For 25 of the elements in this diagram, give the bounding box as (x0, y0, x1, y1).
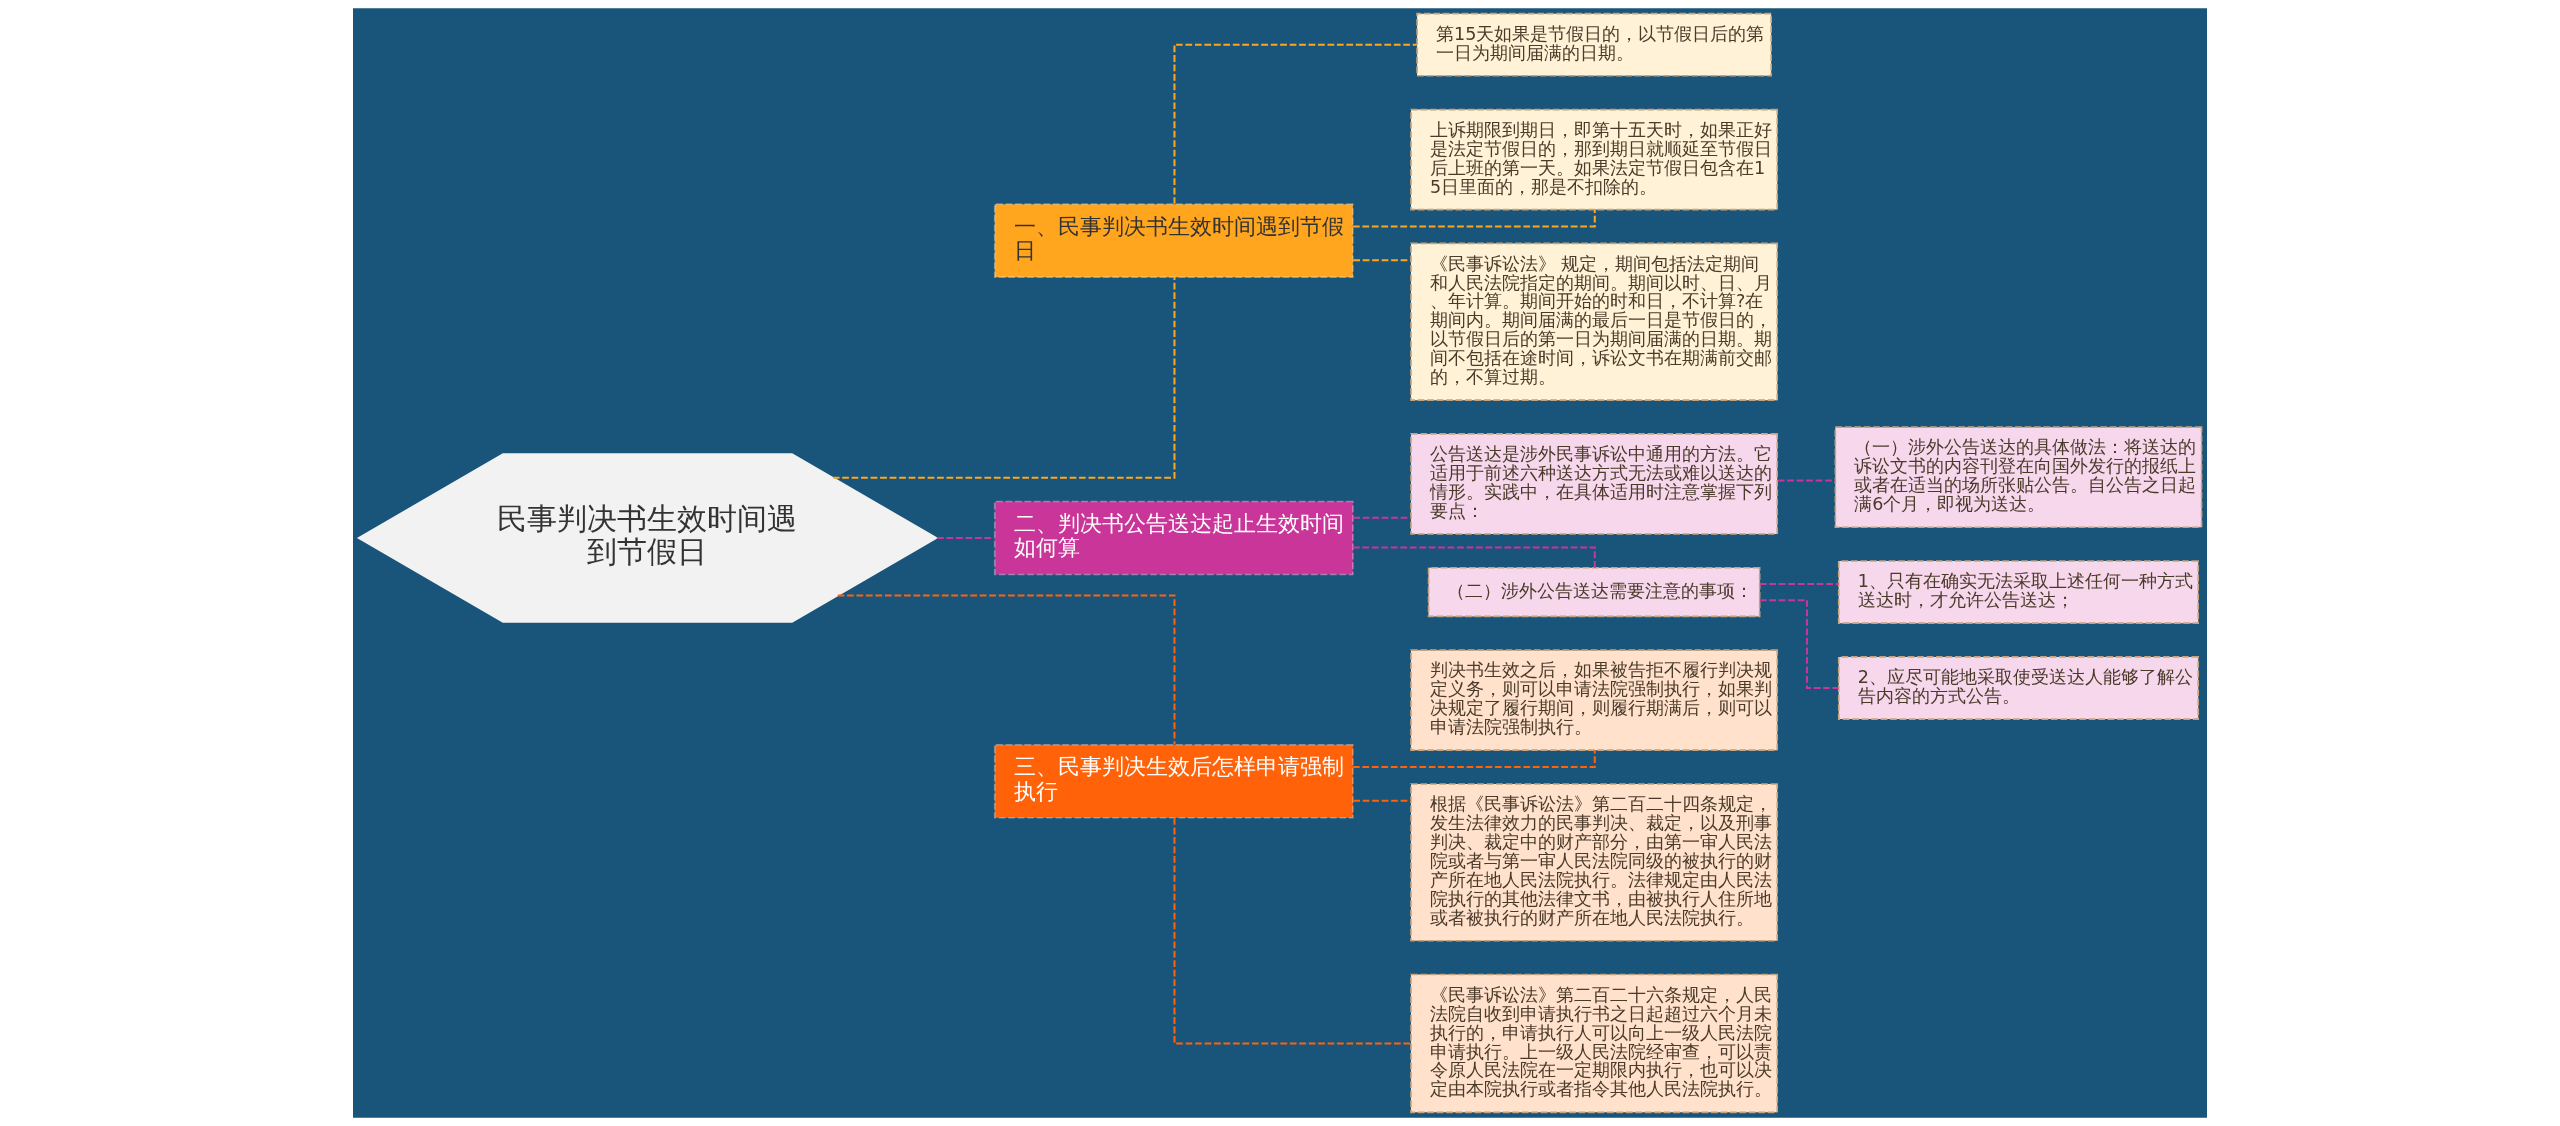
connector (837, 594, 1176, 745)
node-box: 公告送达是涉外民事诉讼中通用的方法。它适用于前述六种送达方式无法或难以送达的情形。实践中，在具体适用时注意掌握下列要点： (1410, 433, 1779, 535)
node-box: 判决书生效之后，如果被告拒不履行判决规定义务，则可以申请法院强制执行，如果判决规定了履行期间，则履行期满后，则可以申请法院强制执行。 (1410, 649, 1779, 751)
connector (1173, 43, 1417, 204)
connector (1352, 750, 1596, 769)
node-box: 二、判决书公告送达起止生效时间如何算 (993, 500, 1354, 576)
connector (936, 537, 995, 539)
node-box: 根据《民事诉讼法》第二百二十四条规定，发生法律效力的民事判决、裁定，以及刑事判决、裁定中的财产部分，由第一审人民法院或者与第一审人民法院同级的被执行的财产所在地人民法院执行。法律规定由人民法院执行的其他法律文书，由被执行人住所地或者被执行的财产所在地人民法院执行。 (1410, 783, 1779, 942)
connector (832, 277, 1176, 479)
node-box: （一）涉外公告送达的具体做法：将送达的诉讼文书的内容刊登在向国外发行的报纸上或者在适当的场所张贴公告。自公告之日起满6个月，即视为送达。 (1834, 426, 2203, 528)
node-box: 1、只有在确实无法采取上述任何一种方式送达时，才允许公告送达； (1837, 560, 2200, 624)
connector (1173, 818, 1411, 1045)
connector (1760, 582, 1839, 585)
node-box: 《民事诉讼法》 规定，期间包括法定期间和人民法院指定的期间。期间以时、日、月、年计算。期间开始的时和日，不计算?在期间内。期间届满的最后一日是节假日的，以节假日后的第一日为期间届满的日期。期间不包括在途时间，诉讼文书在期满前交邮的，不算过期。 (1410, 242, 1779, 401)
connector (1352, 209, 1596, 228)
connector (1353, 259, 1411, 262)
connector (1353, 516, 1411, 519)
node-box: 上诉期限到期日，即第十五天时，如果正好是法定节假日的，那到期日就顺延至节假日后上班的第一天。如果法定节假日包含在15日里面的，那是不扣除的。 (1410, 108, 1779, 211)
node-box: 2、应尽可能地采取使受送达人能够了解公告内容的方式公告。 (1837, 656, 2200, 720)
node-box: 一、民事判决书生效时间遇到节假日 (993, 203, 1354, 278)
node-box: （二）涉外公告送达需要注意的事项： (1427, 566, 1761, 618)
connector (1353, 799, 1411, 802)
node-box: 《民事诉讼法》第二百二十六条规定，人民法院自收到申请执行书之日起超过六个月未执行的，申请执行人可以向上一级人民法院申请执行。上一级人民法院经审查，可以责令原人民法院在一定期限内执行，也可以决定由本院执行或者指令其他人民法院执行。 (1410, 973, 1779, 1114)
node-box: 三、民事判决生效后怎样申请强制执行 (993, 743, 1354, 819)
node-box: 第15天如果是节假日的，以节假日后的第一日为期间届满的日期。 (1416, 12, 1772, 77)
